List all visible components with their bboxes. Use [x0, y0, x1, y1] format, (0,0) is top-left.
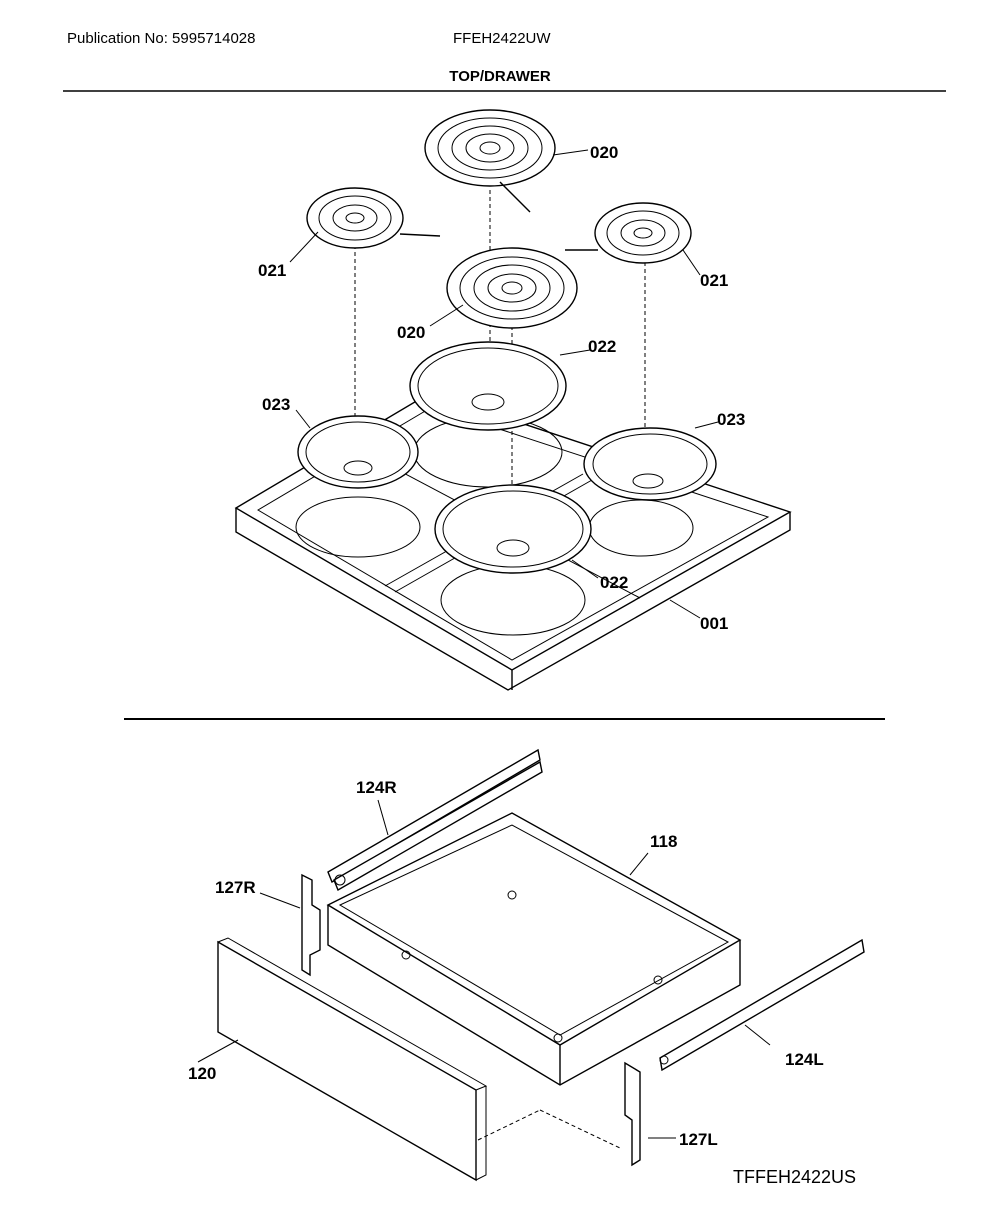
surface-element-020-middle	[446, 247, 578, 329]
leader-lines-drawer	[197, 799, 771, 1139]
drip-bowl-022-back	[409, 341, 567, 431]
surface-element-021-right	[565, 202, 692, 264]
drawer-slide-124L	[659, 938, 865, 1072]
surface-element-021-left	[306, 187, 441, 249]
part-label-021: 021	[258, 261, 286, 280]
part-label-022: 022	[588, 337, 616, 356]
drip-bowl-023-right	[583, 427, 717, 501]
part-label-001: 001	[700, 614, 728, 633]
drawing-id: TFFEH2422US	[733, 1167, 857, 1187]
drip-bowl-023-left	[297, 415, 419, 489]
part-label-022: 022	[600, 573, 628, 592]
bracket-127R	[301, 873, 321, 977]
part-label-023: 023	[262, 395, 290, 414]
drawer-assembly-lines	[477, 1109, 621, 1149]
bracket-127L	[624, 1061, 641, 1167]
part-label-020: 020	[590, 143, 618, 162]
part-label-127L: 127L	[679, 1130, 718, 1149]
leader-lines-top	[289, 149, 719, 619]
publication-number: Publication No: 5995714028	[67, 30, 256, 47]
part-label-120: 120	[188, 1064, 216, 1083]
part-label-020: 020	[397, 323, 425, 342]
part-label-021: 021	[700, 271, 728, 290]
model-number: FFEH2422UW	[453, 30, 551, 47]
drawer-box-118	[326, 812, 742, 1086]
drip-bowl-022-front	[434, 484, 592, 574]
part-label-118: 118	[650, 832, 677, 851]
drawer-slide-124R	[327, 748, 543, 892]
section-title: TOP/DRAWER	[449, 68, 551, 85]
surface-element-020-top	[424, 109, 556, 213]
part-label-127R: 127R	[215, 878, 256, 897]
drawer-front-120	[217, 937, 488, 1182]
part-label-124L: 124L	[785, 1050, 824, 1069]
part-label-124R: 124R	[356, 778, 397, 797]
part-label-023: 023	[717, 410, 745, 429]
